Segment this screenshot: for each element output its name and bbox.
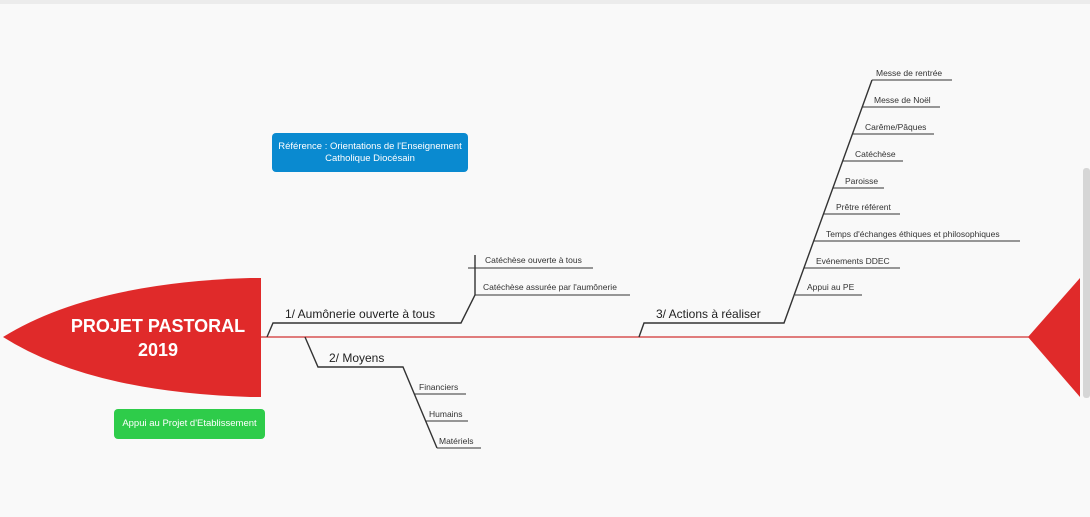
branch-3-item[interactable]: Prêtre référent — [836, 202, 891, 212]
appui-note-text: Appui au Projet d'Etablissement — [122, 418, 257, 429]
branch-2-label[interactable]: 2/ Moyens — [329, 351, 384, 365]
head-title: PROJET PASTORAL — [71, 316, 245, 336]
branch-2-item[interactable]: Humains — [429, 409, 463, 419]
branch-1-item[interactable]: Catéchèse ouverte à tous — [485, 255, 582, 265]
branch-3-item[interactable]: Temps d'échanges éthiques et philosophiq… — [826, 229, 1000, 239]
branch-3-item[interactable]: Appui au PE — [807, 282, 855, 292]
branch-3-item[interactable]: Evénements DDEC — [816, 256, 890, 266]
fish-tail[interactable] — [1028, 278, 1080, 397]
branch-3-item[interactable]: Messe de Noël — [874, 95, 931, 105]
head-year: 2019 — [138, 340, 178, 360]
branch-3-label[interactable]: 3/ Actions à réaliser — [656, 307, 761, 321]
appui-note[interactable]: Appui au Projet d'Etablissement — [114, 409, 265, 439]
reference-note[interactable]: Référence : Orientations de l'Enseigneme… — [272, 133, 468, 172]
vertical-scrollbar[interactable] — [1083, 168, 1090, 398]
branch-3-item[interactable]: Catéchèse — [855, 149, 896, 159]
branch-1-label[interactable]: 1/ Aumônerie ouverte à tous — [285, 307, 435, 321]
branch-3-item[interactable]: Messe de rentrée — [876, 68, 942, 78]
branch-1-line — [266, 255, 476, 338]
branch-3-item[interactable]: Paroisse — [845, 176, 878, 186]
fish-head[interactable] — [3, 278, 261, 397]
branch-2-item[interactable]: Matériels — [439, 436, 473, 446]
branch-2-line — [304, 336, 438, 449]
branch-3-item[interactable]: Carême/Pâques — [865, 122, 926, 132]
branch-1-item[interactable]: Catéchèse assurée par l'aumônerie — [483, 282, 617, 292]
top-strip — [0, 0, 1090, 4]
reference-note-text: Référence : Orientations de l'Enseigneme… — [278, 140, 462, 164]
branch-3-line — [638, 79, 873, 338]
branch-2-item[interactable]: Financiers — [419, 382, 458, 392]
